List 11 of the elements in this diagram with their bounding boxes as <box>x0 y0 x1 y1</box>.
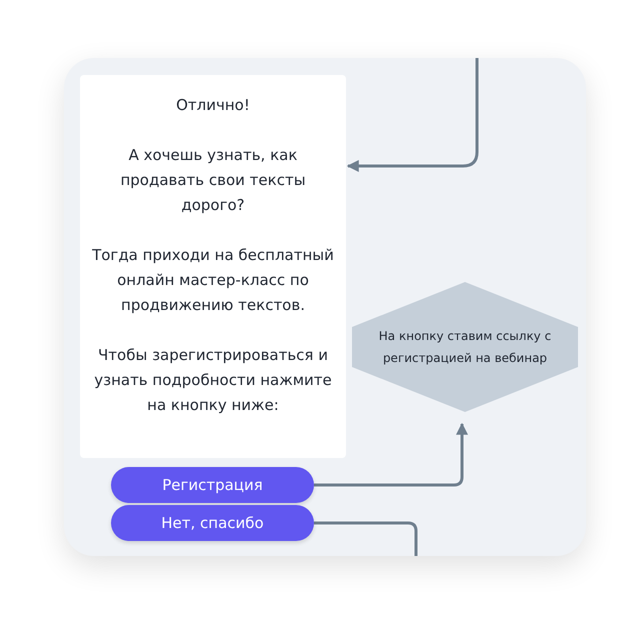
register-button: Регистрация <box>111 467 314 503</box>
message-text: Отлично! <box>175 95 251 116</box>
message-text: А хочешь узнать, как продавать свои тексты дорого? <box>119 145 307 216</box>
arrow <box>346 58 478 172</box>
decline-button: Нет, спасибо <box>111 505 314 541</box>
message-text: Чтобы зарегистрироваться и узнать подробности нажмите на кнопку ниже: <box>93 345 333 416</box>
note-text: На кнопку ставим ссылку с регистрацией на вебинар <box>378 328 552 367</box>
note-hexagon <box>352 282 578 412</box>
message-card <box>80 75 346 458</box>
message-text: Тогда приходи на бесплатный онлайн мастер-класс по продвижению текстов. <box>91 245 335 316</box>
arrow <box>314 422 468 486</box>
